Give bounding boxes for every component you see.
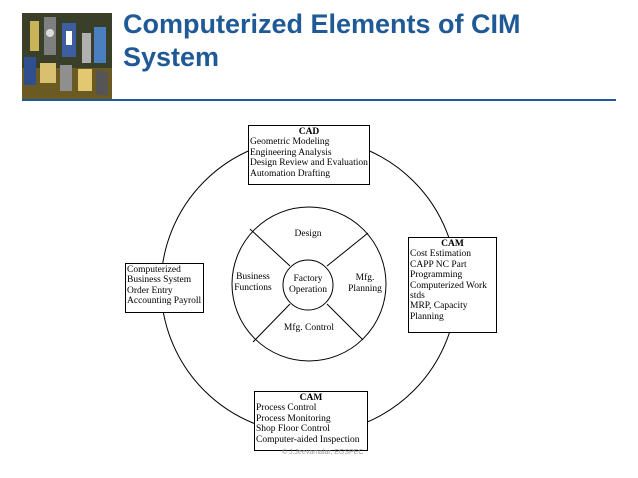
cam-planning-item: CAPP NC Part Programming <box>410 259 467 281</box>
cam-control-box: CAM Process Control Process Monitoring S… <box>254 391 368 451</box>
cad-item: Engineering Analysis <box>250 147 332 158</box>
circuit-board-logo <box>22 13 112 99</box>
segment-mfg-control: Mfg. Control <box>283 323 335 333</box>
cam-planning-item: MRP, Capacity Planning <box>410 301 468 322</box>
business-system-box: Computerized Business System Order Entry… <box>125 263 204 313</box>
divider-bottom-left <box>252 303 291 343</box>
copyright-footer: © J.Jeevamalar, EGSPEC <box>282 449 364 456</box>
segment-mfg-planning: Mfg. Planning <box>348 273 382 294</box>
cam-planning-box: CAM Cost Estimation CAPP NC Part Program… <box>408 237 497 333</box>
business-item: Accounting Payroll <box>127 296 202 307</box>
cam-control-item: Process Control <box>256 403 317 414</box>
cad-item: Automation Drafting <box>250 168 330 179</box>
center-factory-operation: Factory Operation <box>289 274 327 295</box>
cad-item: Design Review and Evaluation <box>250 158 368 169</box>
title-underline <box>22 99 616 101</box>
cad-header: CAD <box>298 127 320 137</box>
middle-ring <box>231 206 387 362</box>
segment-design: Design <box>294 229 322 239</box>
cam-control-item: Computer-aided Inspection <box>256 434 360 445</box>
divider-top-right <box>326 232 369 267</box>
cad-box: CAD Geometric Modeling Engineering Analy… <box>248 125 370 185</box>
center-circle <box>282 259 334 311</box>
cad-item: Geometric Modeling <box>250 137 330 148</box>
divider-top-left <box>249 228 291 267</box>
business-item: Order Entry <box>127 285 173 296</box>
business-item: Computerized Business System <box>127 265 192 286</box>
cam-control-item: Shop Floor Control <box>256 424 330 435</box>
cam-planning-header: CAM <box>441 239 464 249</box>
divider-bottom-right <box>326 303 364 341</box>
slide-title: Computerized Elements of CIM System <box>123 9 521 72</box>
cam-control-header: CAM <box>299 393 323 403</box>
cam-control-item: Process Monitoring <box>256 413 331 424</box>
cam-planning-item: Cost Estimation <box>410 249 471 260</box>
cam-planning-item: Computerized Work stds <box>410 280 487 302</box>
segment-business-functions: Business Functions <box>234 272 272 293</box>
